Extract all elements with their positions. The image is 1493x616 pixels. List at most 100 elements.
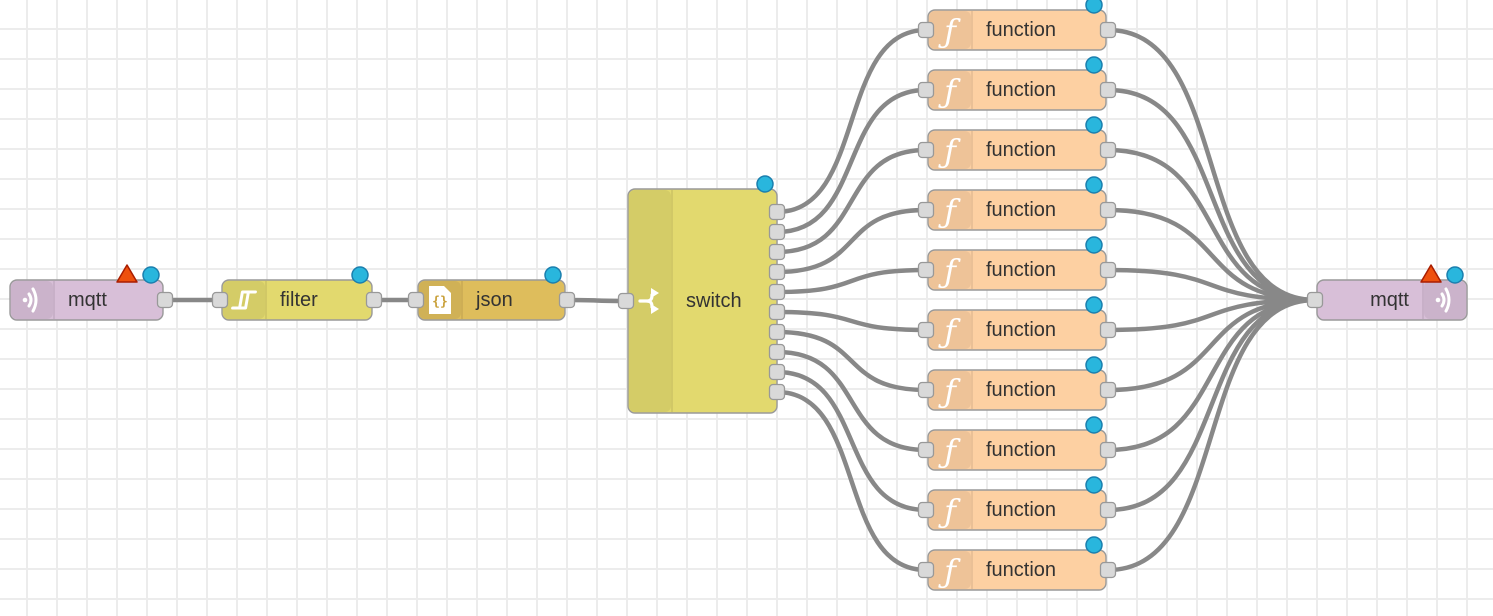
- florin-glyph: ƒ: [938, 192, 961, 230]
- wire-function-9-to-mqtt-out[interactable]: [1105, 297, 1318, 513]
- function-icon: ƒ: [938, 132, 961, 170]
- output-port[interactable]: [365, 291, 383, 309]
- node-mqtt-out[interactable]: mqtt: [1306, 264, 1468, 321]
- input-port[interactable]: [917, 141, 935, 159]
- wire-switch-to-function-10[interactable]: [774, 389, 929, 573]
- split-arrows-icon: [638, 288, 659, 314]
- function-icon: ƒ: [938, 72, 961, 110]
- input-port[interactable]: [617, 292, 635, 310]
- wire-function-4-to-mqtt-out[interactable]: [1105, 207, 1318, 303]
- input-port[interactable]: [917, 381, 935, 399]
- input-port[interactable]: [917, 21, 935, 39]
- node-label: function: [986, 79, 1056, 101]
- input-port[interactable]: [917, 201, 935, 219]
- input-port[interactable]: [211, 291, 229, 309]
- output-port[interactable]: [768, 283, 786, 301]
- wire-function-5-to-mqtt-out[interactable]: [1105, 267, 1318, 303]
- input-port[interactable]: [1306, 291, 1324, 309]
- input-port[interactable]: [917, 441, 935, 459]
- wire-function-8-to-mqtt-out[interactable]: [1105, 297, 1318, 453]
- wire-switch-to-function-8[interactable]: [774, 349, 929, 453]
- input-port[interactable]: [917, 501, 935, 519]
- wire-switch-to-function-6[interactable]: [774, 309, 929, 333]
- output-port[interactable]: [768, 263, 786, 281]
- wire-switch-to-function-1[interactable]: [774, 27, 929, 215]
- node-label: switch: [686, 290, 742, 312]
- node-function-3[interactable]: ƒ function: [917, 116, 1117, 171]
- output-port[interactable]: [1099, 21, 1117, 39]
- changed-dot-icon: [1085, 356, 1103, 374]
- output-port[interactable]: [1099, 201, 1117, 219]
- florin-glyph: ƒ: [938, 492, 961, 530]
- wire-function-7-to-mqtt-out[interactable]: [1105, 297, 1318, 393]
- wire-json-to-switch[interactable]: [564, 297, 629, 304]
- wire-switch-to-function-4[interactable]: [774, 207, 929, 275]
- output-port[interactable]: [768, 383, 786, 401]
- wire-switch-to-function-7[interactable]: [774, 329, 929, 393]
- changed-dot-icon: [1085, 236, 1103, 254]
- florin-glyph: ƒ: [938, 252, 961, 290]
- curly-braces-glyph: {}: [432, 295, 448, 310]
- node-function-5[interactable]: ƒ function: [917, 236, 1117, 291]
- input-port[interactable]: [917, 561, 935, 579]
- output-port[interactable]: [1099, 321, 1117, 339]
- output-port[interactable]: [768, 303, 786, 321]
- wire-function-3-to-mqtt-out[interactable]: [1105, 147, 1318, 303]
- changed-dot-icon: [1446, 266, 1464, 284]
- node-mqtt-in[interactable]: mqtt: [9, 264, 174, 321]
- output-port[interactable]: [768, 243, 786, 261]
- function-icon: ƒ: [938, 372, 961, 410]
- wire-function-10-to-mqtt-out[interactable]: [1105, 297, 1318, 573]
- output-port[interactable]: [1099, 81, 1117, 99]
- output-port[interactable]: [1099, 561, 1117, 579]
- changed-dot-icon: [142, 266, 160, 284]
- output-port[interactable]: [1099, 261, 1117, 279]
- node-label: function: [986, 559, 1056, 581]
- output-port[interactable]: [768, 363, 786, 381]
- node-switch[interactable]: switch: [617, 175, 786, 414]
- node-filter[interactable]: filter: [211, 266, 383, 321]
- function-icon: ƒ: [938, 252, 961, 290]
- node-label: function: [986, 139, 1056, 161]
- output-port[interactable]: [558, 291, 576, 309]
- input-port[interactable]: [917, 321, 935, 339]
- wire-switch-to-function-9[interactable]: [774, 369, 929, 513]
- input-port[interactable]: [407, 291, 425, 309]
- wire-switch-to-function-5[interactable]: [774, 267, 929, 295]
- output-port[interactable]: [1099, 501, 1117, 519]
- output-port[interactable]: [768, 223, 786, 241]
- wire-switch-to-function-3[interactable]: [774, 147, 929, 255]
- output-port[interactable]: [768, 343, 786, 361]
- output-port[interactable]: [768, 203, 786, 221]
- wire-function-1-to-mqtt-out[interactable]: [1105, 27, 1318, 303]
- florin-glyph: ƒ: [938, 72, 961, 110]
- output-port[interactable]: [1099, 141, 1117, 159]
- node-json[interactable]: {}json: [407, 266, 576, 321]
- input-port[interactable]: [917, 261, 935, 279]
- wire-function-2-to-mqtt-out[interactable]: [1105, 87, 1318, 303]
- wire-switch-to-function-2[interactable]: [774, 87, 929, 235]
- changed-dot-icon: [1085, 476, 1103, 494]
- icon-shade: [929, 131, 971, 169]
- output-port[interactable]: [1099, 381, 1117, 399]
- input-port[interactable]: [917, 81, 935, 99]
- node-function-2[interactable]: ƒ function: [917, 56, 1117, 111]
- wire-function-6-to-mqtt-out[interactable]: [1105, 297, 1318, 333]
- icon-shade: [223, 281, 265, 319]
- icon-shade: [929, 371, 971, 409]
- output-port[interactable]: [768, 323, 786, 341]
- node-label: function: [986, 259, 1056, 281]
- output-port[interactable]: [1099, 441, 1117, 459]
- output-port[interactable]: [156, 291, 174, 309]
- changed-dot-icon: [1085, 296, 1103, 314]
- icon-shade: [929, 251, 971, 289]
